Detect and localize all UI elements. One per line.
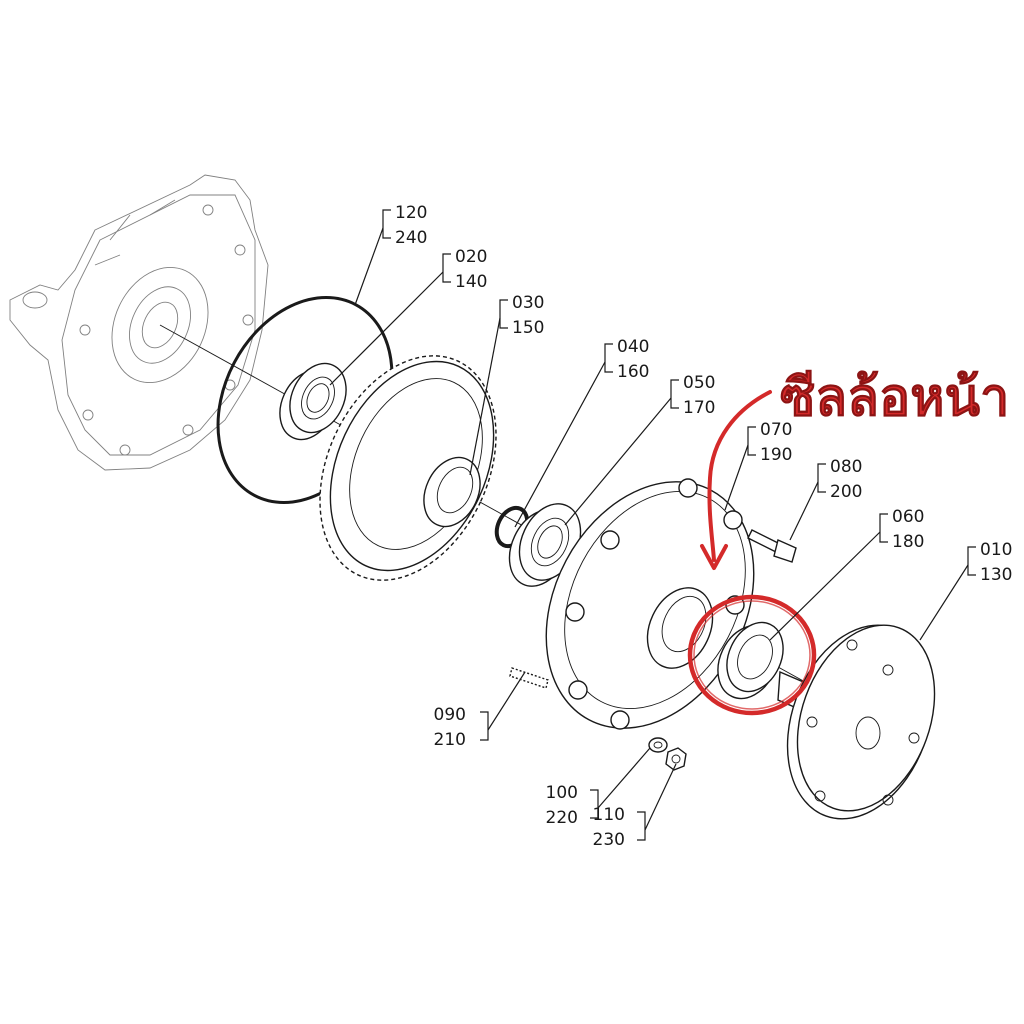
part-number: 080 [830, 457, 862, 477]
hub-flange-part [777, 624, 936, 820]
leader-line [644, 763, 677, 831]
label-bracket [879, 513, 888, 543]
nut-part [665, 747, 687, 771]
part-alt-number: 190 [760, 445, 792, 465]
part-number: 100 [546, 783, 578, 803]
label-bracket [590, 789, 599, 819]
housing-part [9, 174, 269, 471]
part-alt-number: 180 [892, 532, 924, 552]
leader-line [354, 227, 384, 306]
oil-seal-part [717, 621, 784, 700]
part-labels: 0101300201400301500401600501700601800701… [329, 203, 1012, 850]
leader-line [469, 317, 501, 476]
stud-part [509, 667, 549, 689]
part-alt-number: 230 [593, 830, 625, 850]
leader-line [329, 271, 444, 386]
label-bracket [670, 379, 679, 409]
bearing-part-020 [279, 362, 347, 441]
part-number: 120 [395, 203, 427, 223]
bolt-part [747, 529, 797, 563]
label-bracket [747, 426, 756, 456]
leader-line [597, 747, 651, 809]
leader-line [487, 671, 526, 731]
leader-line [919, 564, 969, 641]
label-bracket [382, 209, 391, 239]
callout-text: ซีลล้อหน้า [780, 368, 1009, 428]
part-alt-number: 130 [980, 565, 1012, 585]
label-bracket [637, 811, 646, 841]
leader-line [724, 444, 749, 511]
label-bracket [480, 711, 489, 741]
part-number: 040 [617, 337, 649, 357]
part-alt-number: 140 [455, 272, 487, 292]
highlight-circle-inner [693, 600, 811, 710]
part-number: 050 [683, 373, 715, 393]
label-bracket [967, 546, 976, 576]
red-arrow-icon [700, 390, 772, 570]
part-alt-number: 170 [683, 398, 715, 418]
part-alt-number: 220 [546, 808, 578, 828]
part-number: 020 [455, 247, 487, 267]
part-number: 070 [760, 420, 792, 440]
leader-line [789, 481, 819, 541]
gear-part [319, 355, 497, 581]
part-number: 110 [593, 805, 625, 825]
label-bracket [499, 299, 508, 329]
part-number: 010 [980, 540, 1012, 560]
label-bracket [604, 343, 613, 373]
part-number: 060 [892, 507, 924, 527]
part-alt-number: 160 [617, 362, 649, 382]
part-alt-number: 200 [830, 482, 862, 502]
leader-line [769, 531, 881, 641]
part-number: 030 [512, 293, 544, 313]
leader-line [514, 361, 606, 528]
part-alt-number: 210 [434, 730, 466, 750]
part-number: 090 [434, 705, 466, 725]
leader-line [564, 397, 672, 526]
label-bracket [442, 253, 451, 283]
washer-part [648, 737, 668, 753]
part-alt-number: 150 [512, 318, 544, 338]
cover-part [545, 478, 755, 730]
highlight-circle [687, 594, 817, 716]
part-alt-number: 240 [395, 228, 427, 248]
label-bracket [817, 463, 826, 493]
